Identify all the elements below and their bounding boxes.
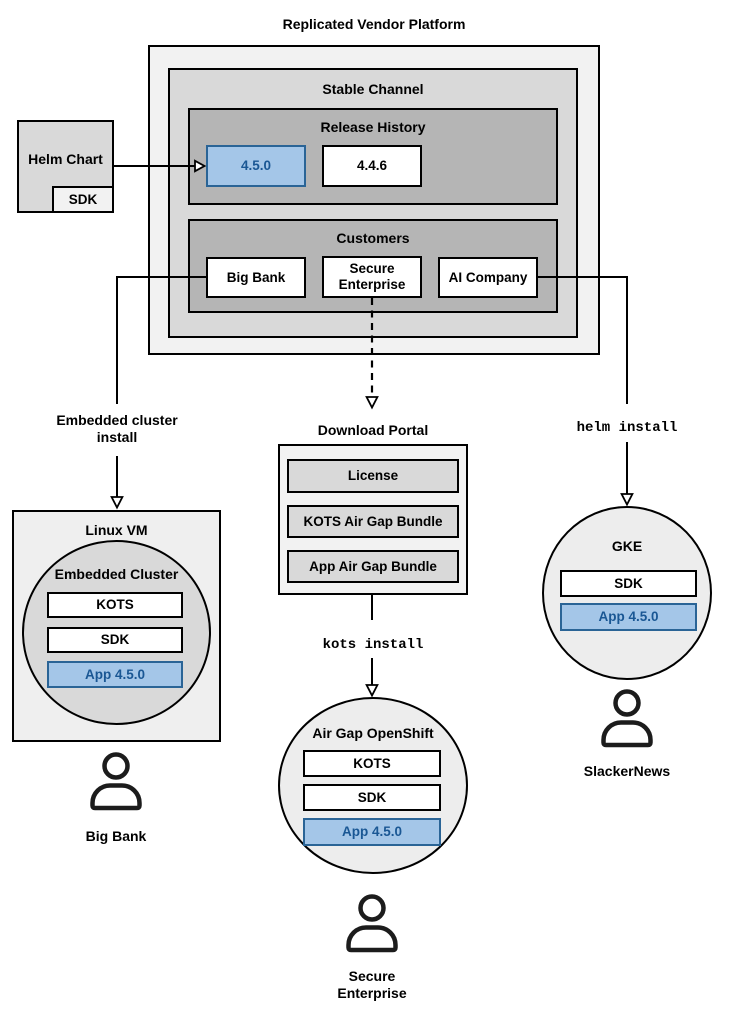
customer-label: Big Bank: [226, 269, 286, 285]
kots-box: KOTS: [303, 750, 441, 777]
app-box: App 4.5.0: [560, 603, 697, 631]
license-label: License: [347, 468, 399, 484]
embedded-cluster-install-label: Embedded cluster install: [56, 412, 178, 445]
kots-install-label: kots install: [322, 637, 424, 653]
kots-air-gap-bundle-box: KOTS Air Gap Bundle: [287, 505, 459, 538]
user-icon: [346, 894, 398, 953]
kots-box: KOTS: [47, 592, 183, 618]
gke-title: GKE: [611, 538, 643, 554]
sdk-label: SDK: [614, 575, 643, 591]
app-bundle-label: App Air Gap Bundle: [309, 558, 437, 574]
app-label: App 4.5.0: [598, 609, 659, 625]
customer-label: AI Company: [448, 269, 528, 285]
customer-big-bank-box: Big Bank: [206, 257, 306, 298]
helm-sdk-box: SDK: [52, 186, 114, 213]
app-air-gap-bundle-box: App Air Gap Bundle: [287, 550, 459, 583]
license-box: License: [287, 459, 459, 493]
user-label-secure-enterprise: Secure Enterprise: [337, 968, 407, 1001]
customer-label: Secure Enterprise: [338, 261, 406, 292]
sdk-label: SDK: [68, 191, 98, 207]
sdk-label: SDK: [100, 632, 130, 648]
release-version: 4.5.0: [240, 158, 272, 174]
customer-secure-enterprise-box: Secure Enterprise: [322, 256, 422, 298]
sdk-box: SDK: [47, 627, 183, 653]
user-label-big-bank: Big Bank: [85, 828, 147, 844]
helm-install-label: helm install: [576, 420, 678, 436]
platform-title: Replicated Vendor Platform: [282, 16, 466, 32]
airgap-openshift-title: Air Gap OpenShift: [312, 725, 434, 741]
user-icon: [601, 689, 653, 748]
app-box: App 4.5.0: [303, 818, 441, 846]
release-4-4-6-box: 4.4.6: [322, 145, 422, 187]
app-box: App 4.5.0: [47, 661, 183, 688]
sdk-box: SDK: [303, 784, 441, 811]
stable-channel-title: Stable Channel: [322, 81, 424, 97]
app-label: App 4.5.0: [84, 666, 146, 682]
customer-ai-company-box: AI Company: [438, 257, 538, 298]
embedded-cluster-title: Embedded Cluster: [54, 566, 179, 582]
kots-label: KOTS: [96, 597, 134, 613]
release-4-5-0-box: 4.5.0: [206, 145, 306, 187]
helm-chart-label: Helm Chart: [28, 151, 103, 167]
user-label-slackernews: SlackerNews: [583, 763, 671, 779]
sdk-box: SDK: [560, 570, 697, 597]
kots-bundle-label: KOTS Air Gap Bundle: [303, 513, 443, 529]
kots-label: KOTS: [353, 755, 391, 771]
user-icon: [90, 752, 142, 811]
customers-title: Customers: [336, 230, 410, 246]
release-version: 4.4.6: [356, 158, 388, 174]
linux-vm-title: Linux VM: [85, 522, 148, 538]
app-label: App 4.5.0: [341, 824, 403, 840]
sdk-label: SDK: [357, 789, 387, 805]
download-portal-title: Download Portal: [317, 422, 429, 438]
release-history-title: Release History: [320, 119, 426, 135]
